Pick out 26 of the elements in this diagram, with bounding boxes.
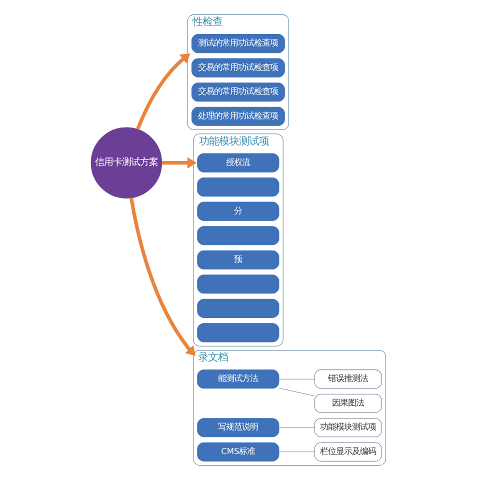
- node-box: CMS标准: [196, 442, 279, 462]
- node-box: [196, 323, 279, 342]
- node-box: 处理的常用功试检查项: [190, 106, 284, 126]
- node-box: [196, 274, 279, 294]
- node-box: 分: [196, 202, 279, 221]
- node-box: 栏位显示及编码: [314, 442, 382, 462]
- node-box: 能测试方法: [196, 370, 279, 389]
- node-box: 授权流: [196, 153, 279, 172]
- node-box: 因果图法: [314, 394, 382, 413]
- node-box: 功能模块测试项: [314, 418, 382, 438]
- node-box: [196, 226, 279, 246]
- node-box: 测试的常用功试检查项: [190, 34, 284, 54]
- connector: [278, 427, 314, 428]
- node-circle: 信用卡测试方案: [90, 127, 162, 198]
- node-box: 错误推测法: [314, 370, 382, 389]
- node-box: 交易的常用功试检查项: [190, 82, 284, 102]
- arrow: [129, 198, 196, 356]
- node-box: 预: [196, 250, 279, 270]
- connector: [278, 378, 314, 380]
- arrow: [161, 157, 196, 169]
- node-box: [196, 298, 279, 318]
- node-box: 写规范说明: [196, 418, 279, 438]
- arrow: [135, 53, 190, 130]
- connector: [278, 388, 314, 396]
- node-box: 交易的常用功试检查项: [190, 58, 284, 78]
- node-box: [196, 178, 279, 197]
